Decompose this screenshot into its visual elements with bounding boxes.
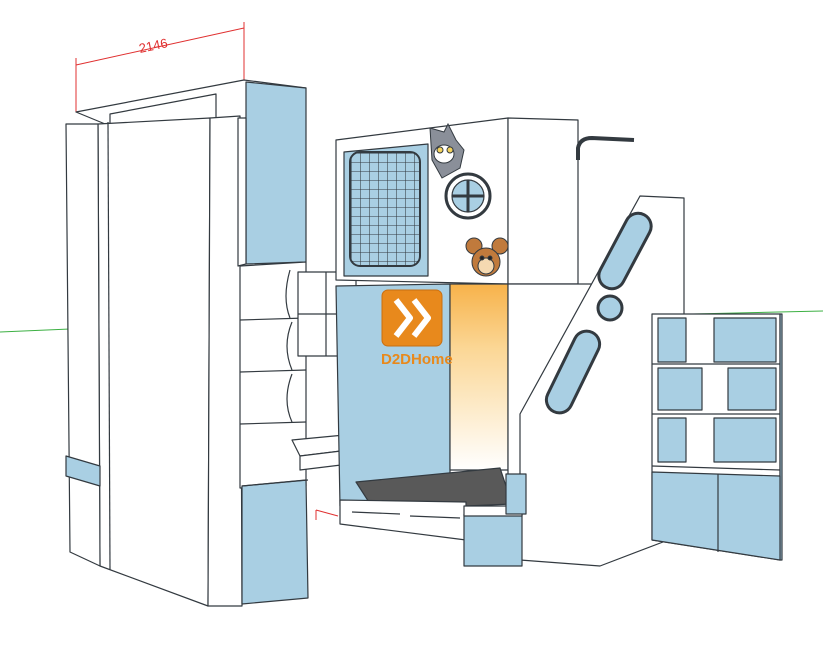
watermark-brand-label: D2DHome [381, 351, 453, 368]
wardrobe-unit [65, 79, 309, 607]
mouse-cartoon-icon [465, 237, 509, 277]
d2dhome-logo [381, 289, 443, 347]
staircase-unit [463, 195, 685, 567]
dimension-annotation [75, 22, 245, 112]
dimension-label: 2146 [138, 35, 169, 56]
reference-lines [315, 509, 339, 520]
bookshelf-unit [651, 313, 783, 561]
cat-cartoon-icon [429, 122, 465, 179]
